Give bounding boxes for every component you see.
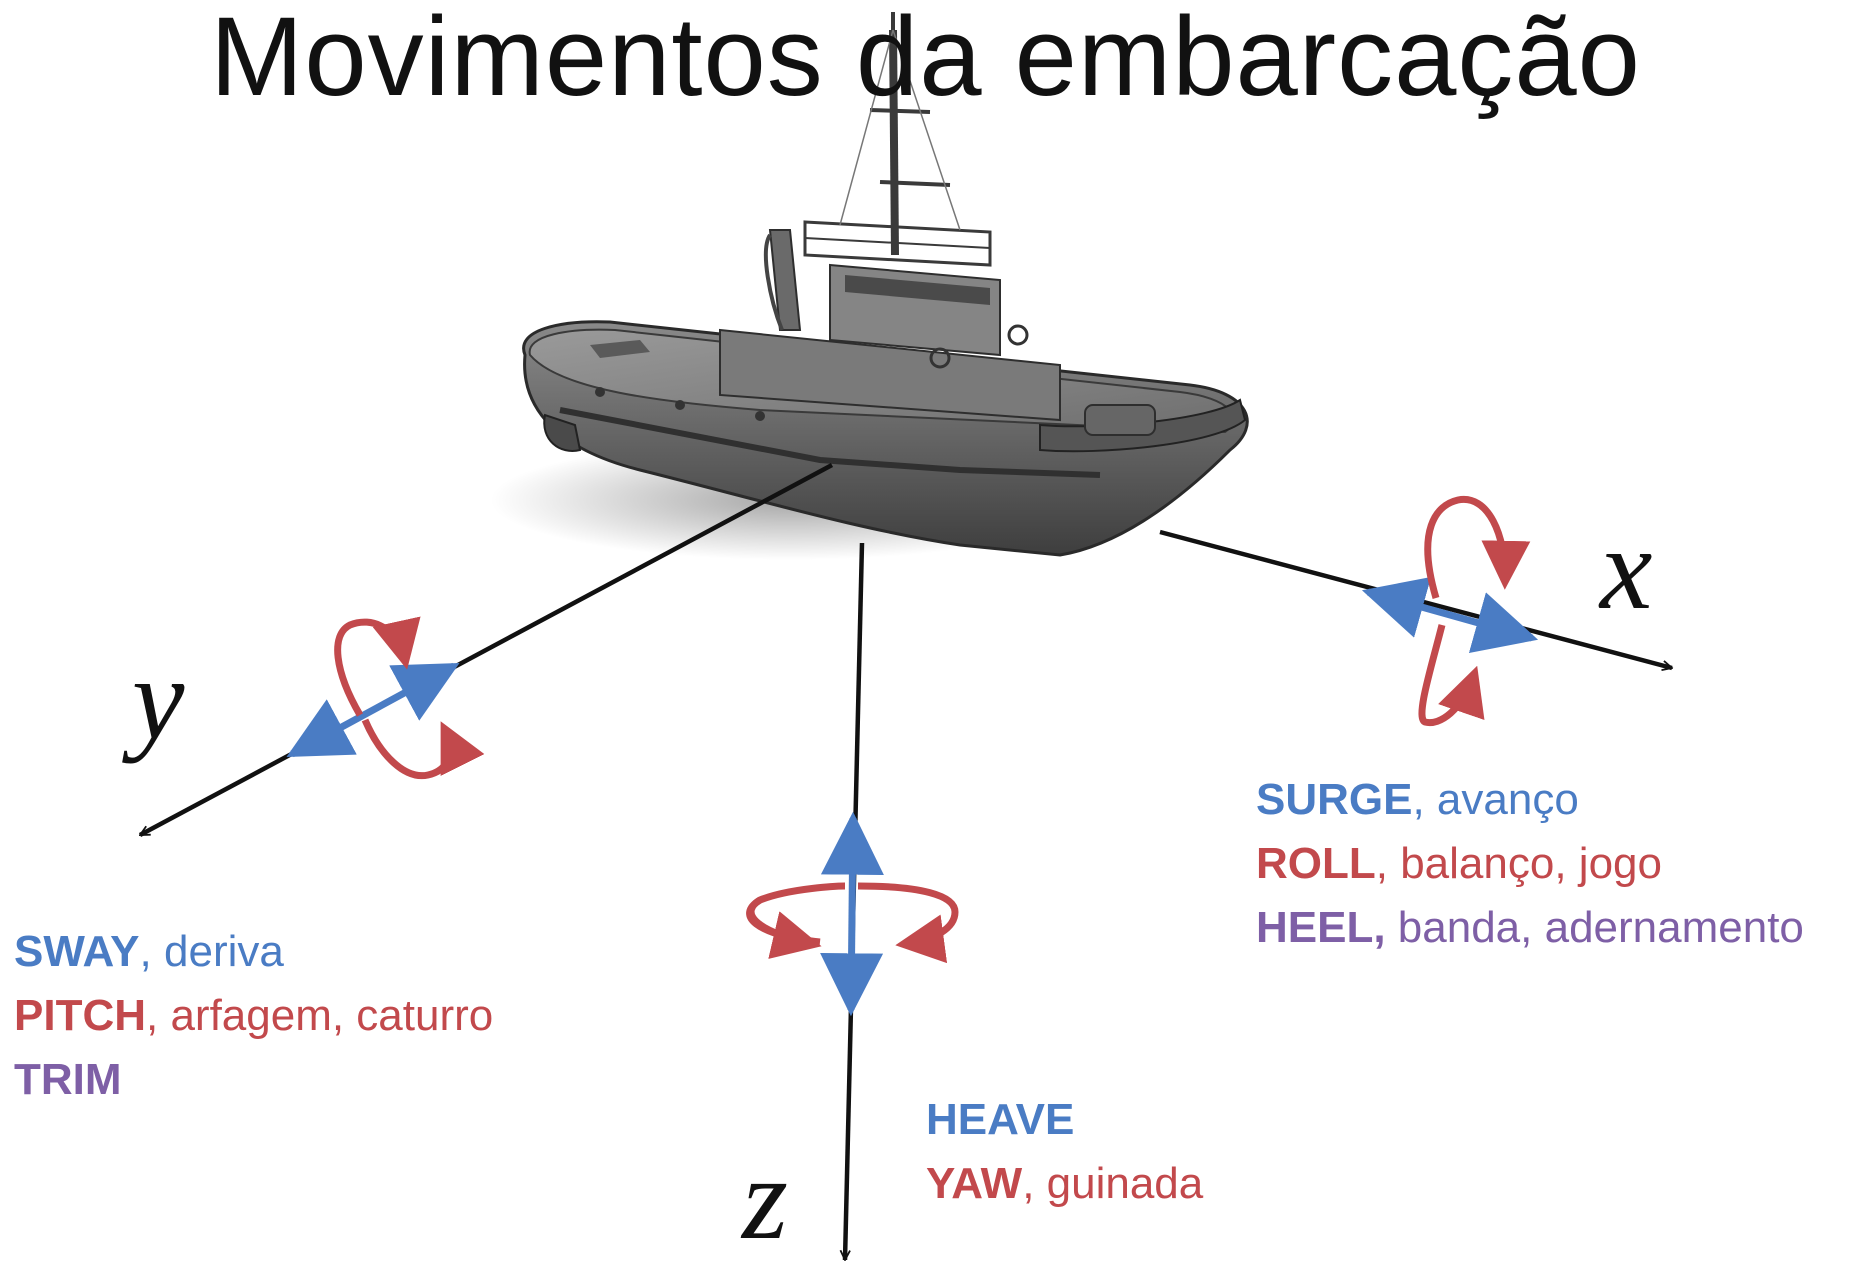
heave-arrow — [820, 811, 884, 1017]
y-axis-motion-symbols — [286, 616, 485, 780]
roll-label: ROLL, balanço, jogo — [1256, 839, 1662, 888]
roll-rotation-arrow-lower — [1418, 624, 1485, 727]
heave-label: HEAVE — [926, 1095, 1075, 1144]
yaw-label: YAW, guinada — [926, 1159, 1204, 1208]
tugboat-illustration — [490, 12, 1249, 560]
pitch-rotation-arrow-lower — [361, 718, 485, 780]
z-axis-label: z — [742, 1133, 788, 1264]
yaw-rotation-arrow-left — [746, 882, 846, 946]
z-axis-motion-labels: HEAVE YAW, guinada — [926, 1088, 1203, 1216]
x-axis-motion-labels: SURGE, avanço ROLL, balanço, jogo HEEL, … — [1256, 768, 1804, 960]
y-axis-label: y — [132, 633, 185, 764]
trim-label: TRIM — [14, 1055, 122, 1104]
pitch-rotation-arrow-upper — [334, 616, 421, 717]
yaw-rotation-arrow-left-head — [747, 897, 822, 959]
diagram-title: Movimentos da embarcação — [210, 0, 1641, 119]
z-axis-motion-symbols — [746, 811, 959, 1017]
x-axis-line — [1159, 529, 1672, 668]
sway-label: SWAY, deriva — [14, 927, 284, 976]
y-axis-motion-labels: SWAY, deriva PITCH, arfagem, caturro TRI… — [14, 920, 493, 1112]
pitch-label: PITCH, arfagem, caturro — [14, 991, 494, 1040]
heel-label: HEEL, banda, adernamento — [1256, 903, 1804, 952]
surge-arrow — [1361, 576, 1539, 654]
sway-arrow — [286, 662, 460, 758]
surge-label: SURGE, avanço — [1256, 775, 1579, 824]
roll-rotation-arrow-upper — [1424, 496, 1531, 599]
axis-lines — [140, 463, 1672, 1260]
x-axis-label: x — [1600, 503, 1653, 634]
y-axis-line — [140, 463, 834, 837]
yaw-rotation-arrow-right — [857, 882, 959, 964]
x-axis-motion-symbols — [1361, 496, 1539, 727]
